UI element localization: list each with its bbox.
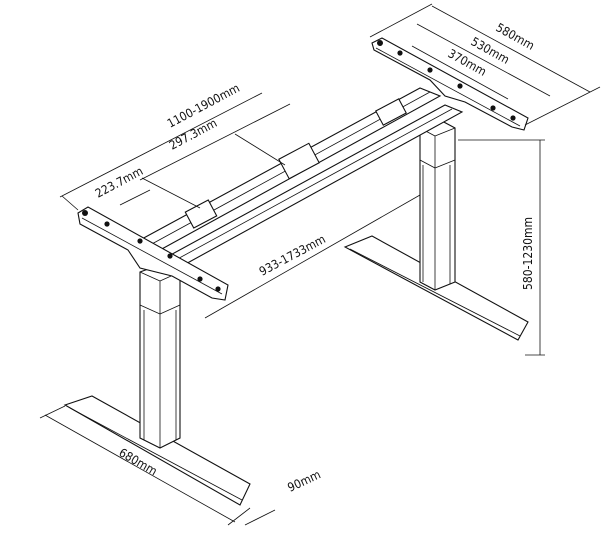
left-column bbox=[139, 263, 181, 449]
dim-90mm: 90mm bbox=[285, 467, 322, 494]
right-column bbox=[419, 119, 456, 291]
left-foot bbox=[63, 395, 251, 506]
dim-580-1230mm: 580-1230mm bbox=[521, 217, 535, 290]
dim-933-1733mm: 933-1733mm bbox=[257, 232, 328, 279]
dimension-lines bbox=[39, 3, 601, 526]
left-top-bracket bbox=[77, 206, 229, 301]
right-top-bracket bbox=[371, 37, 529, 131]
crossbar-rails bbox=[138, 87, 464, 267]
dim-223-7mm: 223.7mm bbox=[93, 164, 145, 201]
